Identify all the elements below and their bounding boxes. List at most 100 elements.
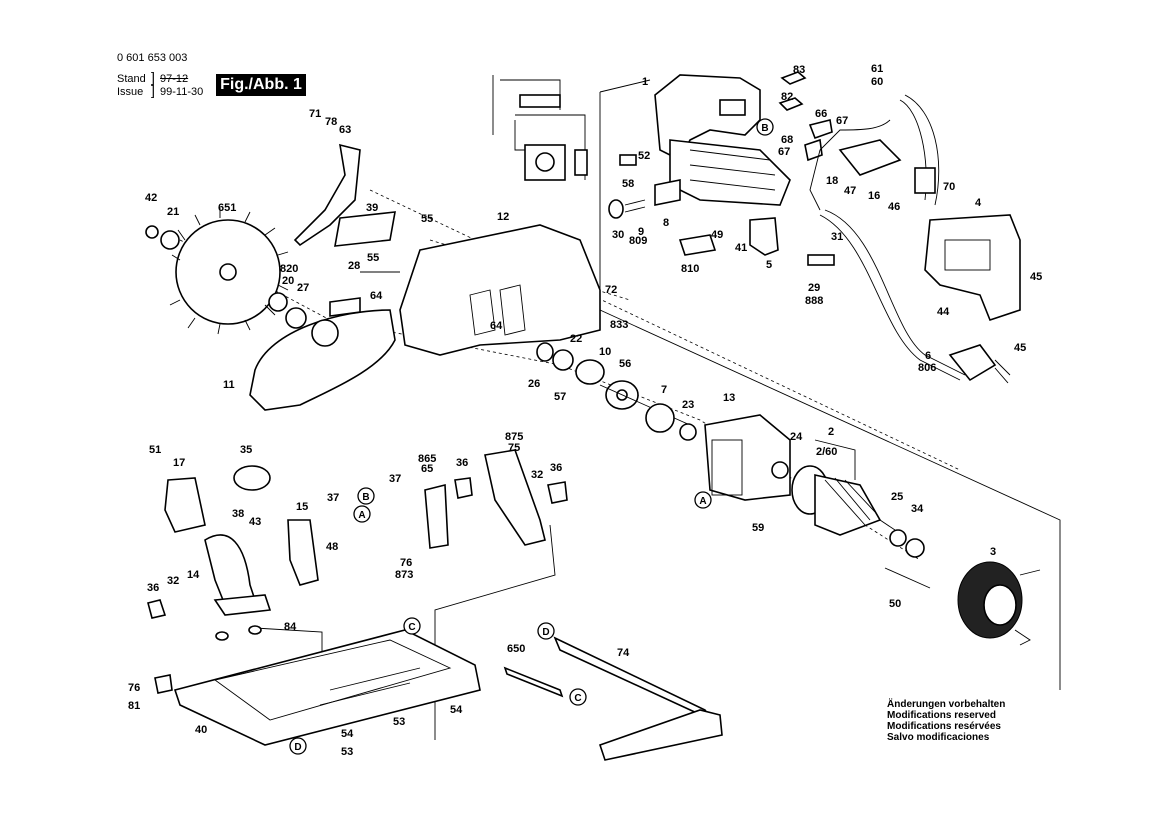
part-58 <box>619 154 637 166</box>
issue-label: Issue <box>117 86 144 98</box>
label-50: 50 <box>889 598 901 610</box>
label-52: 52 <box>638 150 650 162</box>
part-8 <box>654 179 681 206</box>
svg-text:B: B <box>362 492 369 503</box>
part-84-b <box>248 625 262 635</box>
label-2: 2 <box>828 426 834 438</box>
bevel-base <box>213 594 272 616</box>
svg-text:C: C <box>574 693 581 704</box>
part-66 <box>808 119 833 140</box>
label-3: 3 <box>990 546 996 558</box>
label-16: 16 <box>868 190 880 202</box>
key-650 <box>503 666 564 698</box>
label-83: 83 <box>793 64 805 76</box>
frame-line-top <box>599 79 651 93</box>
label-46: 46 <box>888 201 900 213</box>
label-37b: 37 <box>327 492 339 504</box>
flange-20 <box>268 292 288 312</box>
part-82 <box>778 97 804 111</box>
label-39 <box>334 211 396 247</box>
label-30: 30 <box>612 229 624 241</box>
rip-fence <box>553 636 723 761</box>
label-67: 67 <box>836 115 848 127</box>
spring-9 <box>624 199 646 213</box>
part-64 <box>329 297 361 317</box>
label-32b: 32 <box>167 575 179 587</box>
part-83 <box>780 71 807 85</box>
label-61: 61 <box>871 63 883 75</box>
part-76 <box>154 674 173 694</box>
rear-handle-opening <box>944 239 991 271</box>
riving-knife <box>293 143 361 247</box>
label-833: 833 <box>610 319 628 331</box>
label-873: 873 <box>395 569 413 581</box>
label-48: 48 <box>326 541 338 553</box>
stand-value: 97-12 <box>160 73 189 85</box>
label-75: 75 <box>508 442 520 454</box>
label-82: 82 <box>781 91 793 103</box>
part-41 <box>749 217 779 256</box>
label-8: 8 <box>663 217 669 229</box>
part-30 <box>608 199 624 219</box>
note-fr: Modifications resérvées <box>887 721 1001 732</box>
part-75 <box>484 449 546 546</box>
label-17: 17 <box>173 457 185 469</box>
part-810 <box>678 234 717 256</box>
bearing-22 <box>552 349 574 371</box>
motor-housing <box>654 74 791 206</box>
lower-guard <box>249 309 396 411</box>
callout-B-low: B <box>357 487 375 505</box>
label-10: 10 <box>599 346 611 358</box>
svg-text:A: A <box>358 510 365 521</box>
label-74: 74 <box>617 647 630 659</box>
label-67b: 67 <box>778 146 790 158</box>
label-76: 76 <box>400 557 412 569</box>
svg-text:A: A <box>699 496 706 507</box>
label-14: 14 <box>187 569 200 581</box>
cable-harness <box>809 94 940 211</box>
label-888: 888 <box>805 295 823 307</box>
label-54a: 54 <box>450 704 463 716</box>
label-13: 13 <box>723 392 735 404</box>
callout-D-fence: D <box>537 622 555 640</box>
part-42 <box>145 225 159 239</box>
label-7: 7 <box>661 384 667 396</box>
part-865 <box>424 483 449 549</box>
label-2-60: 2/60 <box>816 446 837 458</box>
label-22: 22 <box>570 333 582 345</box>
label-875: 875 <box>505 431 523 443</box>
label-55b: 55 <box>367 252 379 264</box>
label-53b: 53 <box>341 746 353 758</box>
knob-36b <box>454 477 473 499</box>
gear-housing <box>704 414 791 501</box>
gear-housing-face <box>711 439 743 496</box>
label-35: 35 <box>240 444 252 456</box>
label-810: 810 <box>681 263 699 275</box>
label-34: 34 <box>911 503 924 515</box>
label-31: 31 <box>831 231 843 243</box>
label-64b: 64 <box>490 320 503 332</box>
label-11: 11 <box>223 379 235 391</box>
armature <box>791 465 896 536</box>
part-labels: 1 83 82 61 60 66 67 68 67 52 58 18 47 16… <box>128 63 1042 758</box>
wiring-diagram <box>492 75 588 181</box>
stand-label: Stand <box>117 73 146 85</box>
label-41: 41 <box>735 242 747 254</box>
label-65: 65 <box>421 463 433 475</box>
label-6: 6 <box>925 350 931 362</box>
label-71: 71 <box>309 108 321 120</box>
figure-label: Fig./Abb. 1 <box>216 74 306 96</box>
svg-text:D: D <box>542 627 549 638</box>
label-44: 44 <box>937 306 950 318</box>
knob-35 <box>233 465 271 491</box>
part-number: 0 601 653 003 <box>117 52 188 64</box>
bracket-2 <box>814 439 856 480</box>
svg-text:D: D <box>294 742 301 753</box>
callout-D-base: D <box>289 737 307 755</box>
label-15: 15 <box>296 501 308 513</box>
part-10 <box>575 359 605 385</box>
callout-A-mid: A <box>694 491 712 509</box>
label-36a: 36 <box>456 457 468 469</box>
label-58: 58 <box>622 178 634 190</box>
